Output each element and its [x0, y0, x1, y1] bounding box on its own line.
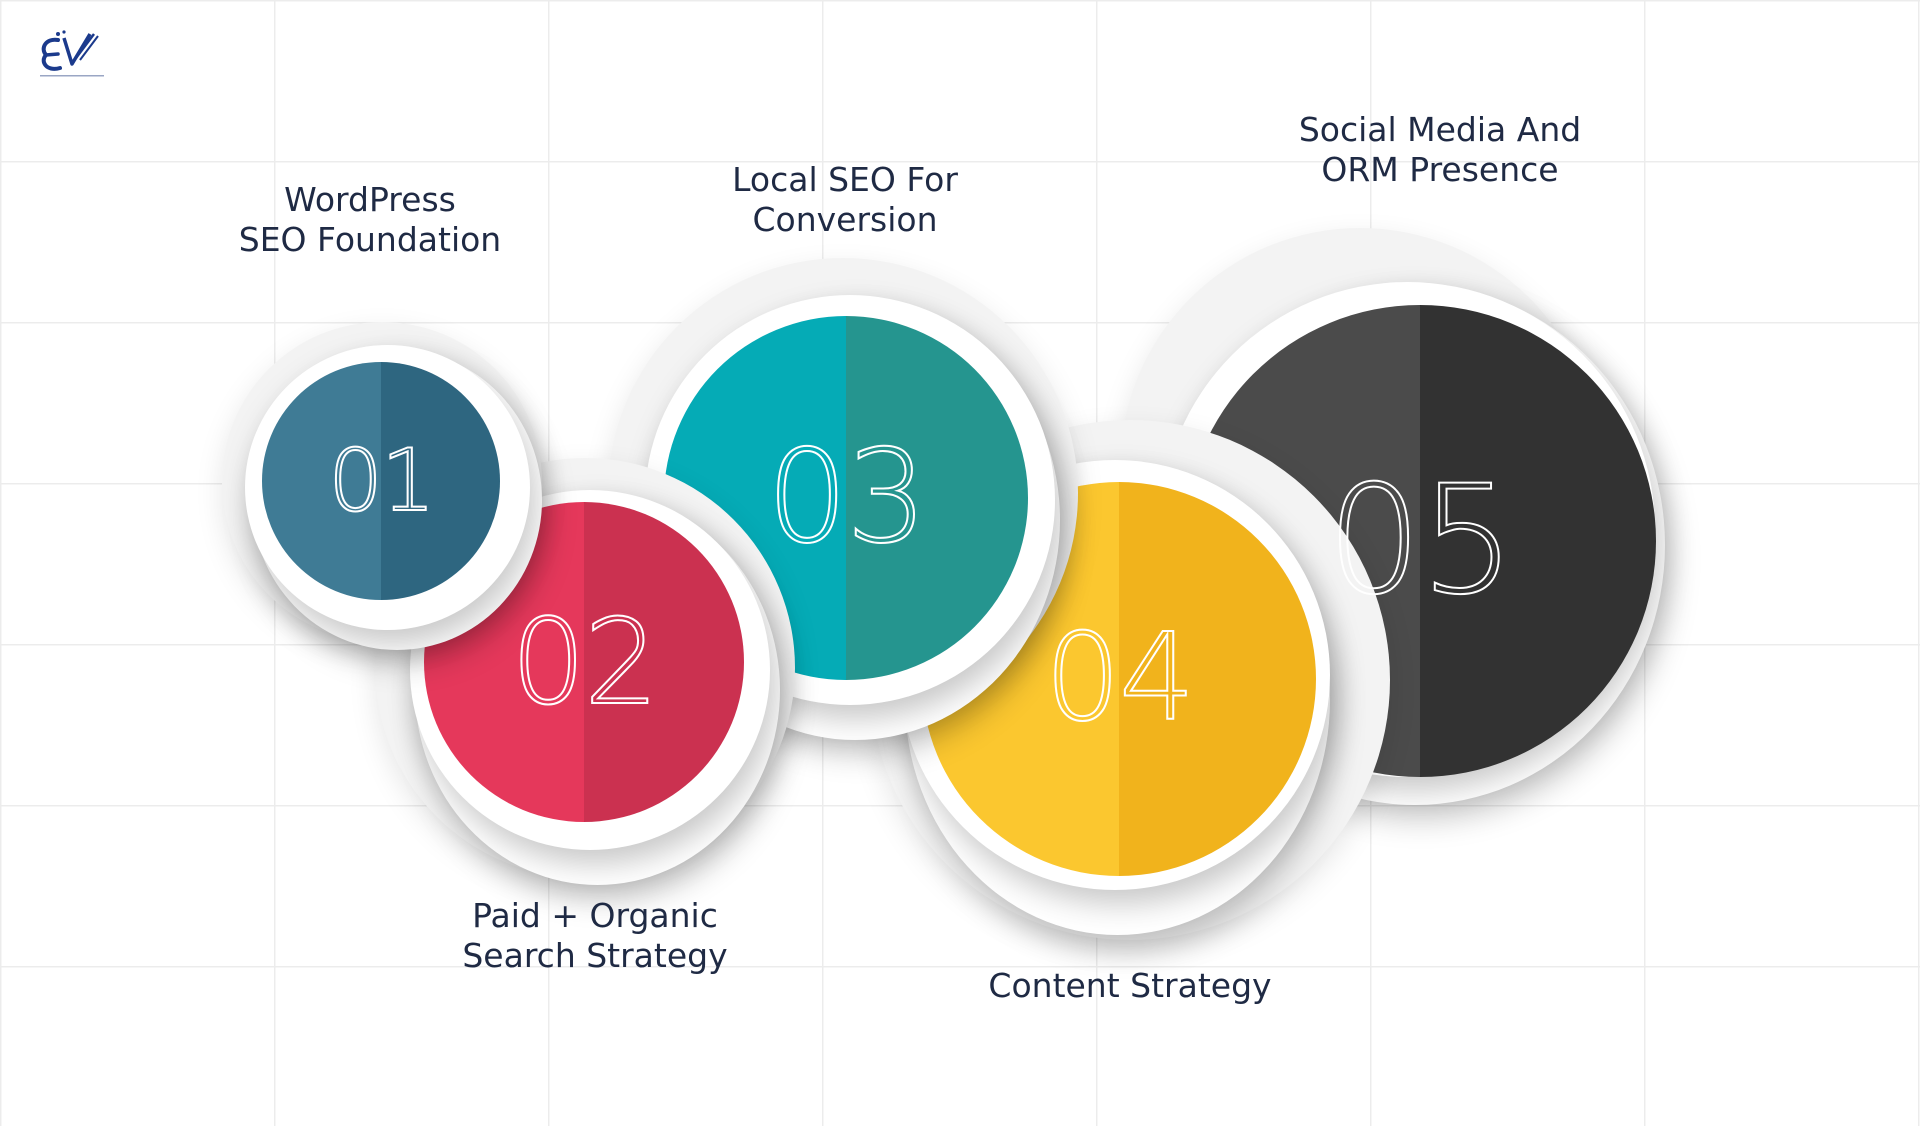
step-01-label-line-2: SEO Foundation — [238, 220, 502, 259]
step-01-circle[interactable]: 01 — [262, 362, 500, 600]
step-02-right-half — [584, 502, 744, 822]
step-02-label: Paid + Organic Search Strategy — [445, 896, 745, 976]
step-02-number: 02 — [510, 593, 660, 731]
step-05-right-half — [1420, 305, 1656, 777]
step-01-left-half — [262, 362, 381, 600]
step-03-label-line-2: Conversion — [752, 200, 938, 239]
step-02-label-line-1: Paid + Organic — [472, 896, 718, 935]
step-03-right-half — [846, 316, 1028, 680]
step-04-label-line-1: Content Strategy — [988, 966, 1272, 1005]
step-03-number: 03 — [766, 423, 929, 572]
step-01-label-line-1: WordPress — [284, 180, 456, 219]
step-04-right-half — [1119, 482, 1316, 876]
step-05-label-line-2: ORM Presence — [1321, 150, 1559, 189]
step-02-label-line-2: Search Strategy — [462, 936, 728, 975]
step-04-number: 04 — [1044, 609, 1197, 748]
step-01-right-half — [381, 362, 500, 600]
step-05-label-line-1: Social Media And — [1298, 110, 1582, 149]
brand-logo[interactable] — [36, 28, 108, 82]
ev-logo-icon — [40, 30, 104, 77]
step-05-label: Social Media And ORM Presence — [1280, 110, 1600, 190]
step-03-label-line-1: Local SEO For — [732, 160, 958, 199]
step-03-label: Local SEO For Conversion — [695, 160, 995, 240]
step-05-number: 05 — [1326, 454, 1517, 628]
step-01-number: 01 — [327, 431, 436, 531]
step-04-label: Content Strategy — [970, 966, 1290, 1006]
step-01-label: WordPress SEO Foundation — [220, 180, 520, 260]
